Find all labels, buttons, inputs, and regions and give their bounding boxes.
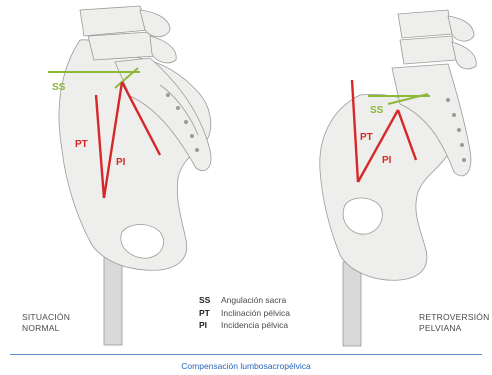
legend: SS Angulación sacra PT Inclinación pélvi… <box>199 294 290 332</box>
figure-caption: Compensación lumbosacropélvica <box>0 361 492 371</box>
caption-divider <box>10 354 482 355</box>
case-label-line: SITUACIÓN <box>22 312 70 323</box>
pelvis-retroversion: SS PT PI <box>320 10 476 346</box>
legend-text: Inclinación pélvica <box>221 307 290 320</box>
pi-label-left: PI <box>116 157 126 168</box>
legend-row-pt: PT Inclinación pélvica <box>199 307 290 320</box>
legend-abbr: PT <box>199 307 221 320</box>
case-label-line: RETROVERSIÓN <box>419 312 489 323</box>
pelvis-normal: SS PT PI <box>48 6 211 345</box>
obturator-foramen-right <box>343 198 382 234</box>
legend-abbr: PI <box>199 319 221 332</box>
pi-label-right: PI <box>382 155 392 166</box>
legend-abbr: SS <box>199 294 221 307</box>
femur-left <box>104 255 122 345</box>
legend-text: Angulación sacra <box>221 294 286 307</box>
legend-row-ss: SS Angulación sacra <box>199 294 290 307</box>
pt-label-left: PT <box>75 139 88 150</box>
case-label-line: PELVIANA <box>419 323 489 334</box>
ss-label-left: SS <box>52 82 66 93</box>
case-label-normal: SITUACIÓN NORMAL <box>22 312 70 334</box>
legend-row-pi: PI Incidencia pélvica <box>199 319 290 332</box>
case-label-retroversion: RETROVERSIÓN PELVIANA <box>419 312 489 334</box>
pt-label-right: PT <box>360 132 373 143</box>
case-label-line: NORMAL <box>22 323 70 334</box>
legend-text: Incidencia pélvica <box>221 319 288 332</box>
ss-label-right: SS <box>370 105 384 116</box>
femur-right <box>343 262 361 346</box>
